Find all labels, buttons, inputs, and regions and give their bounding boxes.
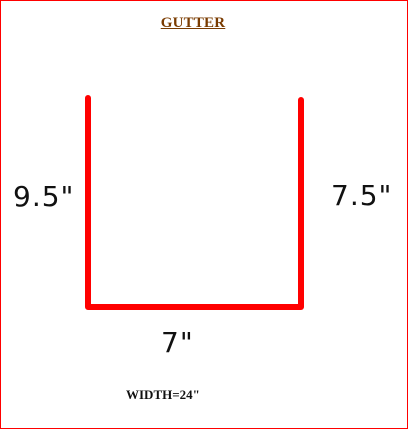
gutter-profile-line <box>85 95 304 310</box>
left-side-dimension: 9.5" <box>13 180 75 213</box>
right-side-dimension: 7.5" <box>331 179 393 212</box>
diagram-title: GUTTER <box>160 15 226 31</box>
width-note: WIDTH=24" <box>126 387 200 402</box>
bottom-dimension: 7" <box>161 326 194 359</box>
